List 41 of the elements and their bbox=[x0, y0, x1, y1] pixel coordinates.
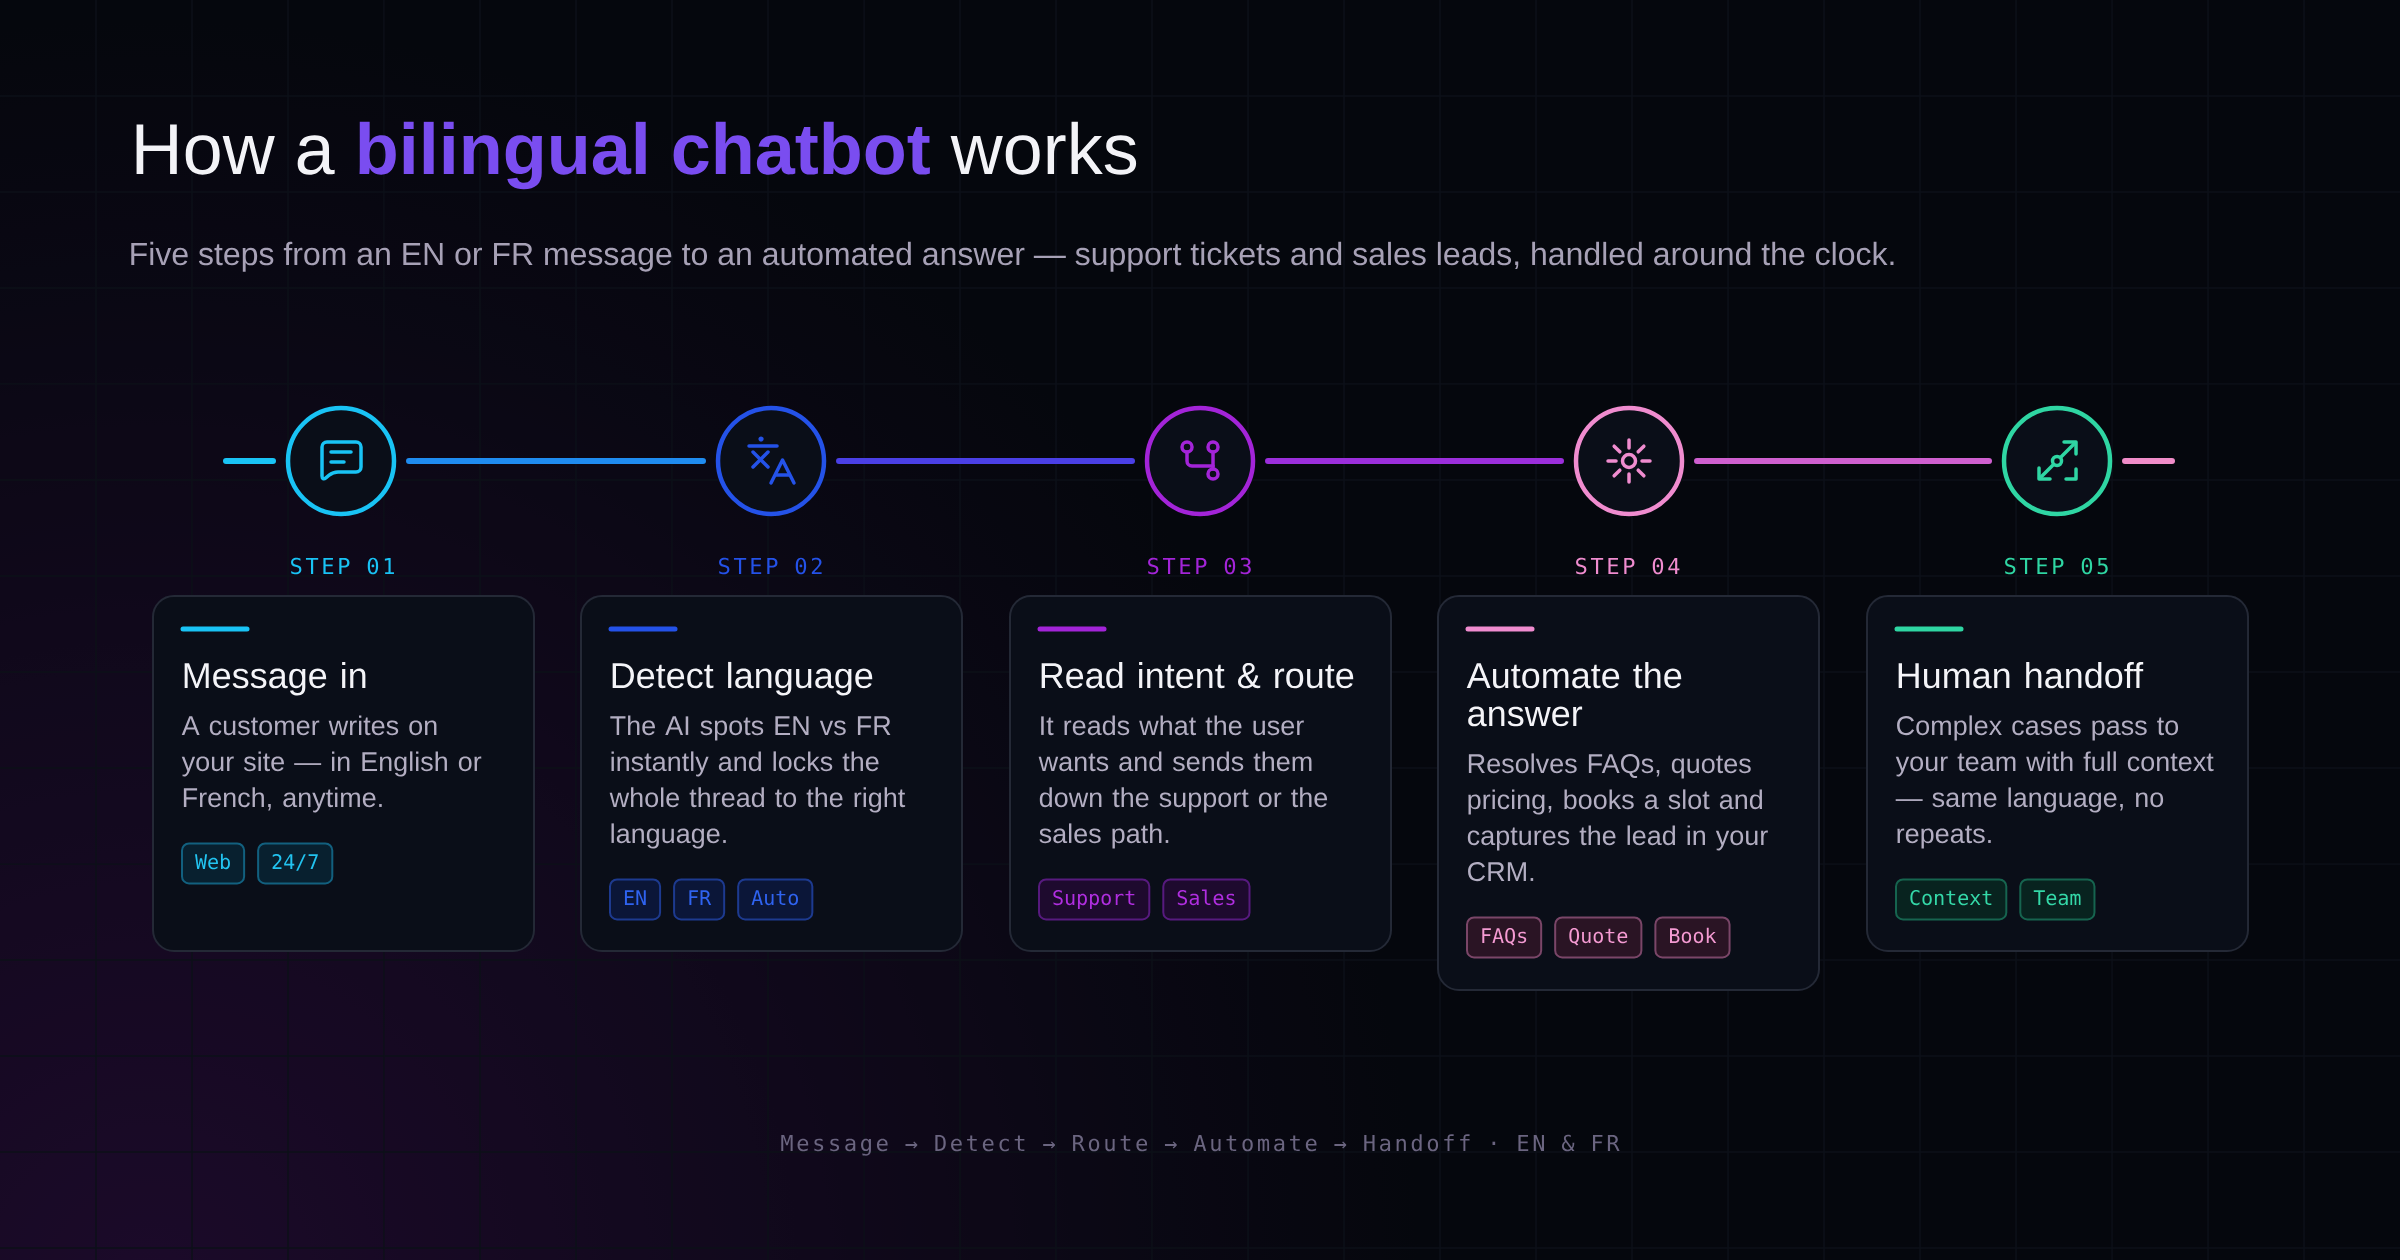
card-text: The AI spots EN vs FR instantly and locks the whole thread to the right language. bbox=[609, 715, 906, 849]
card-title: Read intent & route bbox=[1041, 661, 1354, 689]
tag: Context bbox=[1895, 878, 2008, 921]
tag: Sales bbox=[1162, 878, 1251, 921]
tag: Web bbox=[181, 842, 246, 885]
tag: Team bbox=[2019, 878, 2096, 921]
tag: Book bbox=[1654, 916, 1731, 959]
tag: FAQs bbox=[1466, 916, 1543, 959]
card-text: Resolves FAQs, quotes pricing, books a slot and captures the lead in your CRM. bbox=[1467, 753, 1768, 882]
connector-line bbox=[223, 458, 276, 464]
step-label: STEP 01 bbox=[291, 557, 394, 575]
connector-line bbox=[836, 458, 1135, 464]
title: How a bilingual chatbot works bbox=[136, 121, 1137, 190]
card-text: It reads what the user wants and sends them down the support or the sales path. bbox=[1038, 715, 1328, 849]
card-title: Message in bbox=[184, 661, 366, 696]
step-circle bbox=[1573, 405, 1685, 517]
tag: EN bbox=[609, 878, 662, 921]
card-title: Automate the answer bbox=[1466, 661, 1682, 727]
step-label: STEP 02 bbox=[719, 557, 822, 575]
connector-line bbox=[1694, 458, 1992, 464]
step-circle bbox=[2001, 405, 2113, 517]
tag: Support bbox=[1038, 878, 1151, 921]
connector-line bbox=[2122, 458, 2175, 464]
step-circle bbox=[1144, 405, 1256, 517]
tag: FR bbox=[673, 878, 726, 921]
card-text: Complex cases pass to your team with full context — same language, no repeats. bbox=[1895, 715, 2214, 849]
tag: Auto bbox=[737, 878, 814, 921]
tag: Quote bbox=[1554, 916, 1643, 959]
card-title: Human handoff bbox=[1898, 661, 2144, 689]
step-label: STEP 05 bbox=[2005, 557, 2108, 575]
step-circle bbox=[715, 405, 827, 517]
card-title: Detect language bbox=[612, 661, 873, 696]
connector-line bbox=[1265, 458, 1564, 464]
card-text: A customer writes on your site — in English or French, anytime. bbox=[181, 715, 482, 813]
subtitle: Five steps from an EN or FR message to an automated answer — support tickets and sales leads, handled around the clock. bbox=[131, 241, 1894, 272]
step-circle bbox=[285, 405, 397, 517]
connector-line bbox=[406, 458, 706, 464]
footer-text: Message → Detect → Route → Automate → Handoff · EN & FR bbox=[781, 1134, 1620, 1156]
step-label: STEP 04 bbox=[1576, 557, 1680, 575]
step-label: STEP 03 bbox=[1148, 557, 1251, 575]
tag: 24/7 bbox=[257, 842, 334, 885]
